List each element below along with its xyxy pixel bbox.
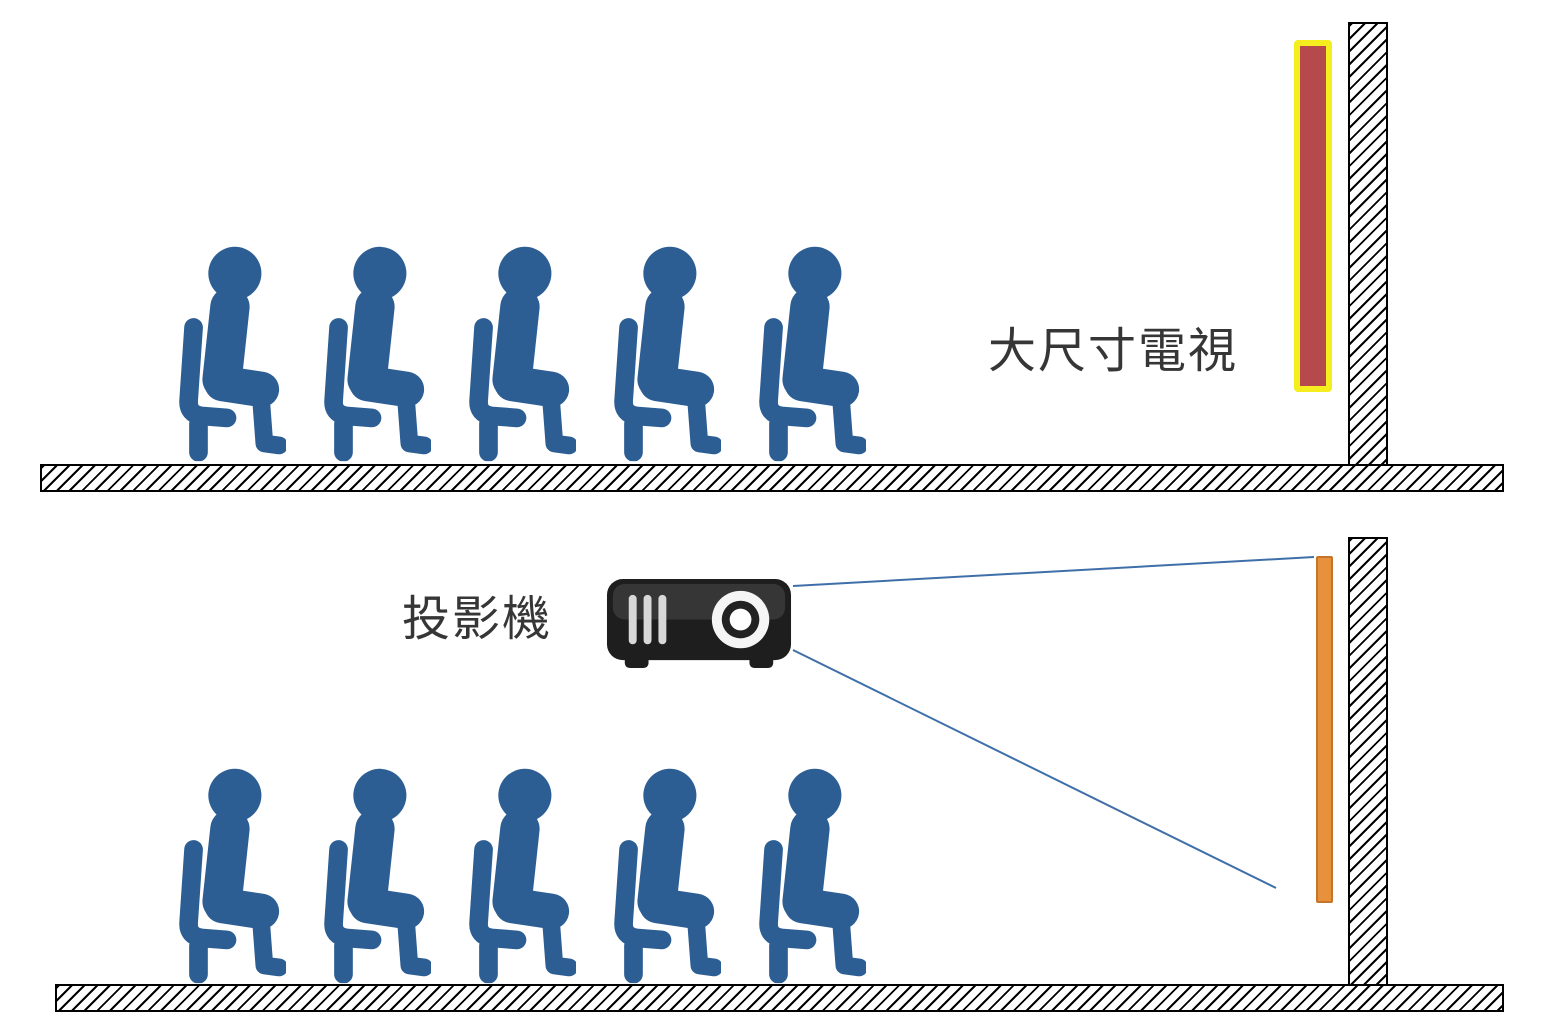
seated-person-icon [313,766,431,984]
tv-screen-icon [1294,40,1332,392]
seated-person-icon [603,766,721,984]
audience-row-tv [168,244,866,462]
seated-person-icon [603,244,721,462]
floor-icon-bottom [55,984,1504,1012]
audience-row-projector [168,766,866,984]
seated-person-icon [168,244,286,462]
projector-label: 投影機 [402,593,553,646]
tv-label: 大尺寸電視 [988,325,1239,378]
projector-lens [711,590,770,649]
seated-person-icon [313,244,431,462]
seated-person-icon [168,766,286,984]
seated-person-icon [748,244,866,462]
seated-person-icon [458,766,576,984]
seated-person-icon [458,244,576,462]
wall-icon-top [1348,22,1388,468]
floor-icon-top [40,464,1504,492]
seated-person-icon [748,766,866,984]
projector-vents [628,594,667,645]
wall-icon-bottom [1348,537,1388,987]
projector-icon [606,578,792,669]
beam-line-top [792,556,1315,587]
projection-screen-icon [1316,556,1333,903]
